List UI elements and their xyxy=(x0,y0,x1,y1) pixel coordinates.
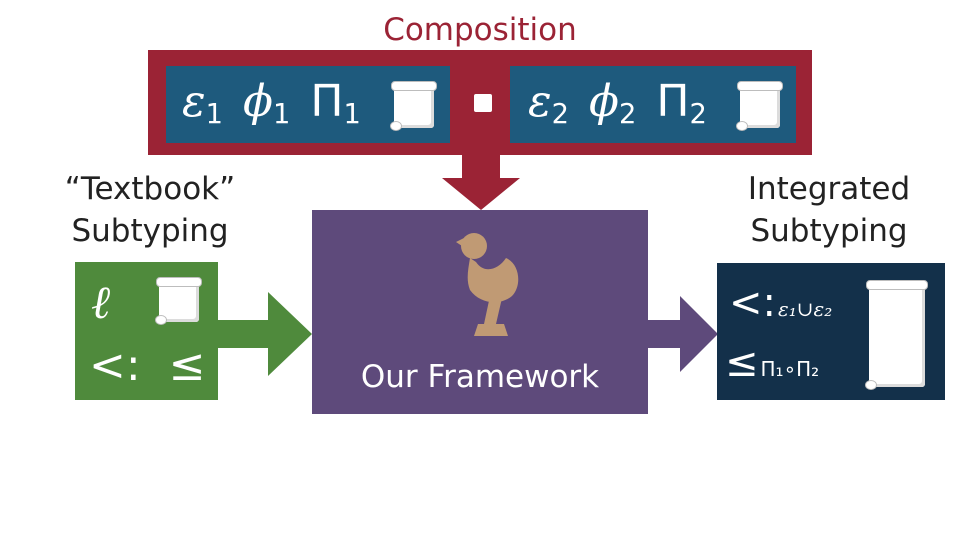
scroll-icon xyxy=(155,277,202,325)
textbook-label-line2: Subtyping xyxy=(71,213,229,249)
integrated-effect-union: ε₁∪ε₂ xyxy=(778,297,833,321)
pi-symbol-1: Π xyxy=(310,76,344,127)
textbook-arrow xyxy=(218,292,312,376)
effect-symbol-1: ε xyxy=(182,76,206,127)
phi-symbol-1: ϕ xyxy=(242,76,273,127)
framework-label: Our Framework xyxy=(360,359,600,395)
integrated-subtype-symbol: <: xyxy=(729,280,776,326)
integrated-label: Integrated Subtyping xyxy=(716,168,942,252)
composition-title: Composition xyxy=(383,12,577,48)
subtype-symbol: <: xyxy=(89,340,141,391)
integrated-arrow xyxy=(648,296,718,372)
integrated-pi-compose: Π₁∘Π₂ xyxy=(760,357,820,381)
textbook-label: “Textbook” Subtyping xyxy=(40,168,260,252)
effect-symbol-2: ε xyxy=(528,76,552,127)
integrated-label-line1: Integrated xyxy=(747,171,911,207)
composition-box-1: ε1 ϕ1 Π1 xyxy=(166,66,450,143)
framework-box: Our Framework xyxy=(312,210,648,414)
scroll-icon xyxy=(865,280,928,390)
textbook-label-line1: “Textbook” xyxy=(64,171,236,207)
down-arrow xyxy=(442,150,520,210)
integrated-box: <:ε₁∪ε₂ ≤Π₁∘Π₂ xyxy=(717,263,945,400)
composition-connector xyxy=(474,94,492,112)
rooster-icon xyxy=(456,233,519,336)
textbook-box: ℓ <: ≤ xyxy=(75,262,218,400)
scroll-icon xyxy=(390,81,437,131)
integrated-leq-symbol: ≤ xyxy=(725,340,759,386)
ell-symbol: ℓ xyxy=(91,275,111,329)
scroll-icon xyxy=(736,81,783,131)
pi-symbol-2: Π xyxy=(656,76,690,127)
composition-box-2: ε2 ϕ2 Π2 xyxy=(510,66,796,143)
integrated-label-line2: Subtyping xyxy=(750,213,908,249)
phi-symbol-2: ϕ xyxy=(588,76,619,127)
leq-symbol: ≤ xyxy=(168,340,206,391)
